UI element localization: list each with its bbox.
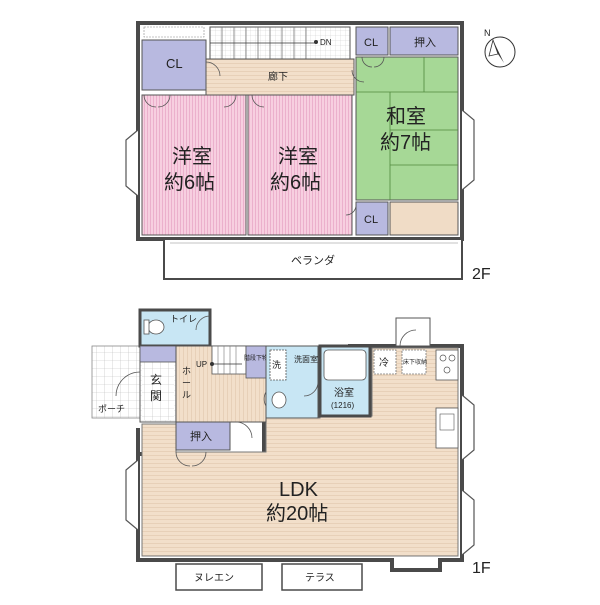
floor-1f: ポーチ LDK 約20帖 トイレ 玄 関 ホ ー ル UP	[91, 308, 475, 591]
ldk-name: LDK	[279, 479, 319, 501]
western-room-1	[141, 94, 247, 236]
storage-under-stairs-label: 階段下物入	[244, 354, 274, 362]
bathroom-label: 浴室	[334, 386, 354, 399]
storage-under-stairs	[245, 345, 269, 379]
oshiire-1f	[175, 421, 231, 451]
stairs-up-label: UP	[196, 360, 207, 369]
japanese-size: 約7帖	[380, 131, 431, 154]
wash-label: 洗	[272, 359, 281, 370]
fridge	[373, 349, 397, 375]
oshiire-1f-label: 押入	[190, 429, 212, 443]
entrance-label-2: 関	[150, 389, 162, 403]
japanese-room	[355, 56, 459, 201]
compass: N	[484, 28, 516, 68]
stairs-dn-label: DN	[320, 38, 332, 47]
floor-storage	[401, 349, 427, 375]
fridge-label: 冷	[379, 356, 389, 369]
terrace-label: テラス	[305, 572, 335, 584]
floor-storage-label: 床下収納	[403, 358, 427, 366]
terrace	[281, 563, 363, 591]
compass-north-label: N	[484, 28, 491, 38]
toilet-label: トイレ	[170, 314, 197, 324]
closet-top-right-label: CL	[364, 37, 378, 49]
closet-left-2f	[141, 39, 207, 91]
floor-2f: DN CL 廊下 CL 押入 洋室 約6帖 洋室 約6帖 和室 約7	[125, 21, 475, 280]
nureen-label: ヌレエン	[194, 573, 234, 584]
hall-label-2: ー	[182, 378, 191, 388]
closet-bottom-label: CL	[364, 214, 378, 226]
western2-size: 約6帖	[270, 171, 321, 194]
hallway-label: 廊下	[268, 70, 288, 83]
floor-label-1f: 1F	[472, 560, 491, 577]
veranda-label: ベランダ	[291, 253, 335, 267]
closet-bottom-2f	[355, 201, 389, 236]
floor-label-2f: 2F	[472, 266, 491, 283]
bath-size-label: (1216)	[331, 401, 354, 410]
hall-label-3: ル	[182, 390, 191, 400]
western2-name: 洋室	[278, 145, 318, 168]
western1-size: 約6帖	[164, 171, 215, 194]
oshiire-top-2f	[389, 26, 459, 56]
western-room-2	[247, 94, 353, 236]
closet-left-label: CL	[166, 56, 183, 71]
closet-top-right-2f	[355, 26, 389, 56]
veranda	[163, 238, 463, 280]
oshiire-top-label: 押入	[414, 35, 436, 49]
washroom-label: 洗面室	[294, 354, 318, 364]
japanese-name: 和室	[386, 105, 426, 128]
hall-label-1: ホ	[182, 366, 191, 376]
porch-label: ポーチ	[98, 404, 125, 414]
western1-name: 洋室	[172, 145, 212, 168]
stairs-1f	[211, 345, 247, 375]
nureen	[175, 563, 263, 591]
entrance-label-1: 玄	[150, 372, 162, 387]
stove	[435, 349, 459, 381]
ldk-size: 約20帖	[266, 502, 328, 525]
